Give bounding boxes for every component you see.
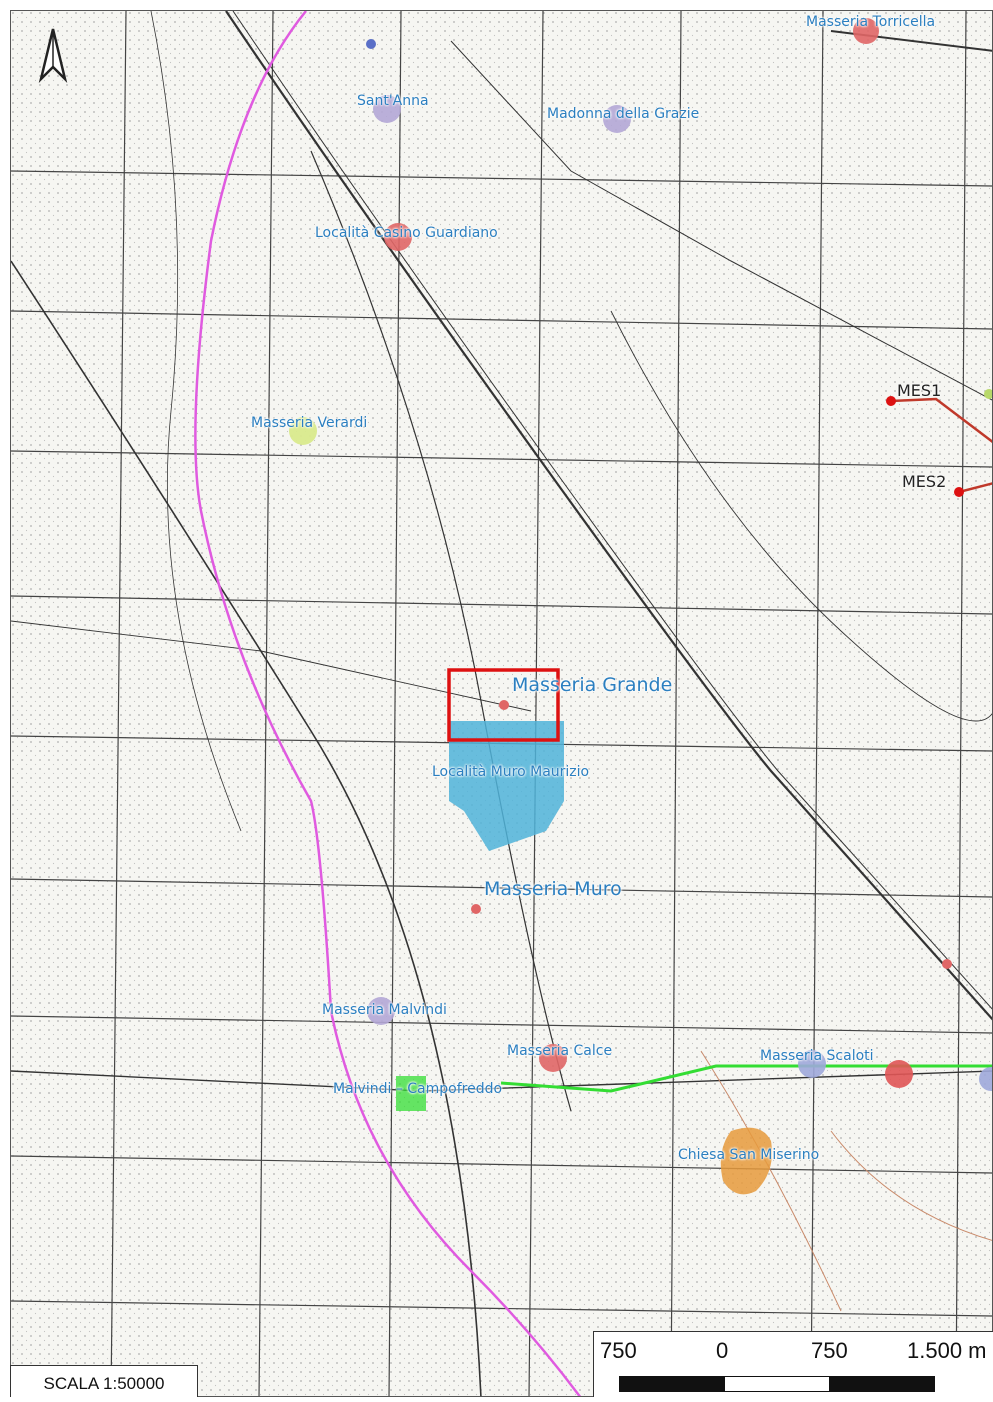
label-masseria-grande: Masseria Grande [512, 674, 673, 696]
label-sant-anna: Sant'Anna [357, 93, 429, 109]
marker-masseria-malvindi[interactable] [367, 997, 395, 1025]
label-masseria-scaloti: Masseria Scaloti [760, 1048, 874, 1064]
label-masseria-muro: Masseria Muro [484, 878, 622, 900]
marker-masseria-verardi[interactable] [289, 417, 317, 445]
green-line [500, 1064, 992, 1093]
marker-masseria-grande[interactable] [499, 700, 509, 710]
scale-tick-right: 1.500 m [907, 1338, 987, 1363]
scale-segment-3 [829, 1376, 935, 1392]
scale-ratio-label: SCALA 1:50000 [10, 1365, 198, 1397]
marker-verde-edge[interactable] [984, 389, 993, 399]
north-arrow-icon [38, 28, 68, 84]
marker-red-east[interactable] [942, 959, 952, 969]
red-line-mes2 [958, 482, 992, 494]
scale-segment-2 [724, 1376, 830, 1392]
study-area-box[interactable] [447, 668, 560, 742]
label-malvindi-campofreddo: Malvindi – Campofreddo [333, 1081, 503, 1097]
marker-masseria-muro[interactable] [471, 904, 481, 914]
label-mes2: MES2 [902, 472, 947, 491]
map-grid [11, 11, 992, 1396]
label-masseria-verardi: Masseria Verardi [251, 415, 368, 431]
mes1-point[interactable] [886, 396, 896, 406]
marker-blue-dot[interactable] [366, 39, 376, 49]
area-chiesa-san-miserino[interactable] [720, 1127, 772, 1195]
label-madonna-della-grazie: Madonna della Grazie [547, 106, 700, 122]
marker-localita-casino-guardiano[interactable] [384, 223, 412, 251]
marker-madonna-della-grazie[interactable] [603, 105, 631, 133]
area-malvindi-campofreddo[interactable] [396, 1076, 426, 1111]
map-frame[interactable]: Masseria Torricella Sant'Anna Madonna de… [10, 10, 993, 1397]
marker-masseria-calce[interactable] [539, 1044, 567, 1072]
label-localita-casino-guardiano: Località Casino Guardiano [315, 225, 498, 241]
scale-tick-zero: 0 [716, 1338, 729, 1363]
marker-masseria-torricella[interactable] [853, 18, 879, 44]
marker-red-scaloti-east[interactable] [885, 1060, 913, 1088]
marker-masseria-scaloti[interactable] [798, 1050, 826, 1078]
scale-tick-left: 750 [600, 1338, 637, 1363]
scale-segment-1 [619, 1376, 725, 1392]
label-masseria-torricella: Masseria Torricella [806, 14, 936, 30]
topographic-map[interactable] [11, 11, 993, 1397]
label-localita-muro-maurizio: Località Muro Maurizio [432, 764, 590, 780]
area-localita-muro-maurizio[interactable] [449, 721, 564, 851]
marker-blue-edge[interactable] [979, 1067, 993, 1091]
mes2-point[interactable] [954, 487, 964, 497]
label-mes1: MES1 [897, 381, 942, 400]
label-chiesa-san-miserino: Chiesa San Miserino [678, 1147, 820, 1163]
pipeline-line [194, 11, 582, 1396]
scale-bar: 750 0 750 1.500 m [593, 1331, 993, 1397]
scale-tick-mid: 750 [811, 1338, 848, 1363]
marker-sant-anna[interactable] [373, 95, 401, 123]
label-masseria-malvindi: Masseria Malvindi [322, 1002, 447, 1018]
red-line-mes1 [890, 397, 992, 444]
label-masseria-calce: Masseria Calce [507, 1043, 613, 1059]
